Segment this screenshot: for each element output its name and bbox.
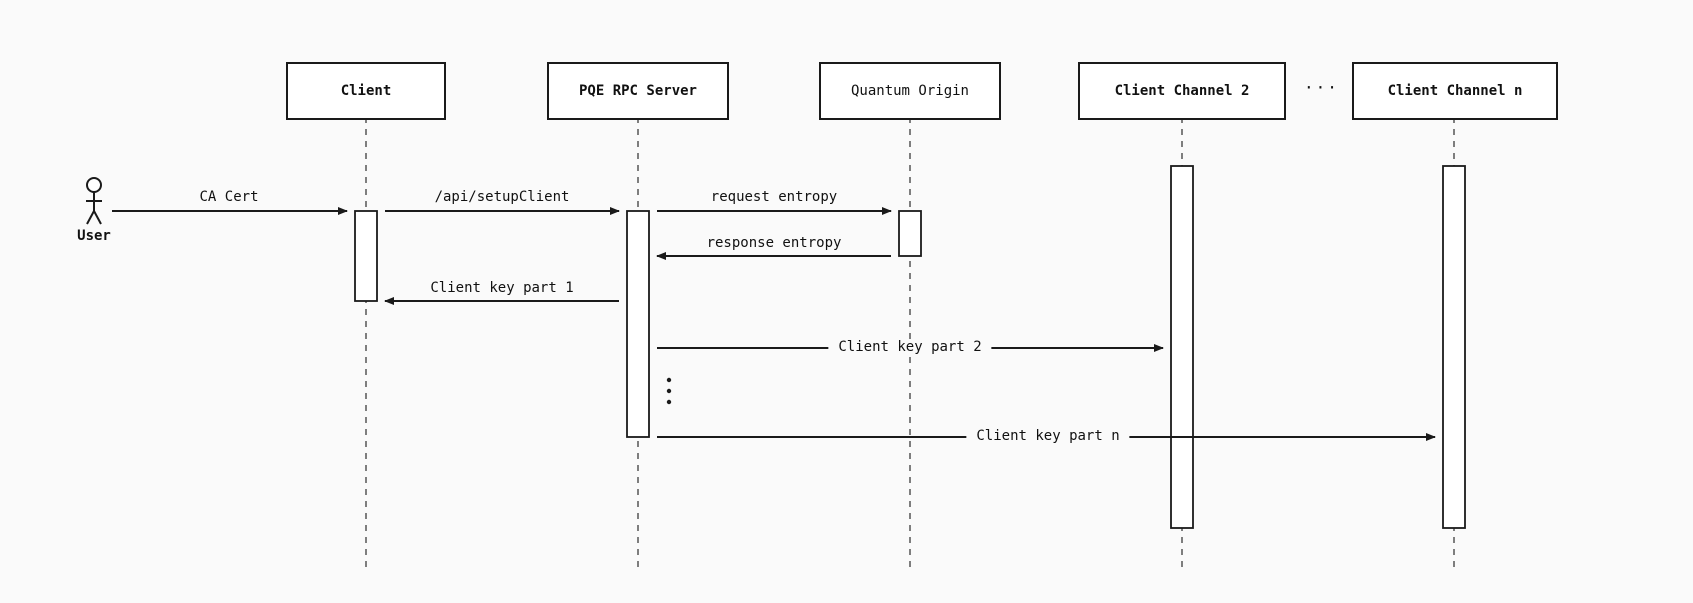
participant-client-label: Client xyxy=(340,83,392,99)
participant-server: PQE RPC Server xyxy=(547,62,729,120)
participant-channel2: Client Channel 2 xyxy=(1078,62,1286,120)
message-response-entropy: response entropy xyxy=(706,235,842,251)
activation-client xyxy=(354,210,378,302)
vertical-ellipsis-icon xyxy=(666,377,672,405)
message-key-part-1: Client key part 1 xyxy=(430,280,574,296)
activation-origin xyxy=(898,210,922,257)
participant-client: Client xyxy=(286,62,446,120)
message-request-entropy: request entropy xyxy=(710,189,838,205)
participant-channeln-label: Client Channel n xyxy=(1387,83,1523,99)
message-ca-cert: CA Cert xyxy=(199,189,259,205)
stick-figure-icon xyxy=(86,177,102,225)
channels-ellipsis: ··· xyxy=(1304,78,1339,97)
message-key-part-2: Client key part 2 xyxy=(828,339,992,355)
activation-channeln xyxy=(1442,165,1466,529)
participant-origin: Quantum Origin xyxy=(819,62,1001,120)
participant-channeln: Client Channel n xyxy=(1352,62,1558,120)
message-setup-client: /api/setupClient xyxy=(434,189,570,205)
activation-channel2 xyxy=(1170,165,1194,529)
actor-label: User xyxy=(77,228,111,244)
participant-server-label: PQE RPC Server xyxy=(578,83,697,99)
participant-channel2-label: Client Channel 2 xyxy=(1114,83,1250,99)
activation-server xyxy=(626,210,650,438)
message-key-part-n: Client key part n xyxy=(966,428,1130,444)
participant-origin-label: Quantum Origin xyxy=(850,83,969,99)
